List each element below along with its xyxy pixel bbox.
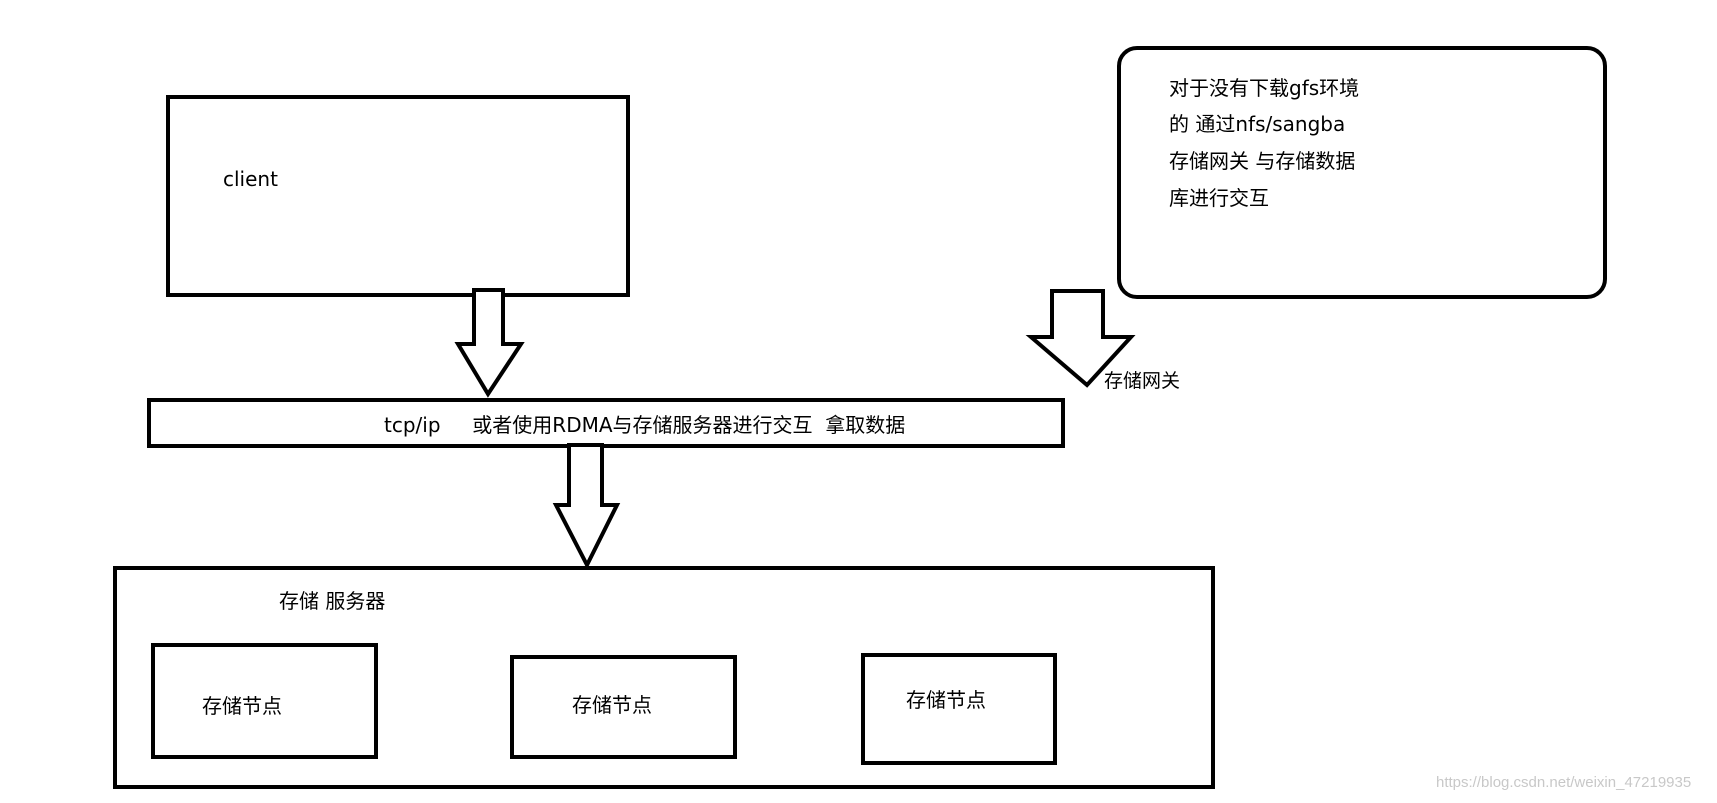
storage-node-box <box>151 643 378 759</box>
storage-node-box <box>510 655 737 759</box>
storage-node-label: 存储节点 <box>572 693 652 717</box>
client-label: client <box>223 167 278 191</box>
network-bus <box>147 398 1065 448</box>
down-arrow-icon <box>1025 289 1136 388</box>
storage-server-title: 存储 服务器 <box>279 589 386 613</box>
note-line-4: 库进行交互 <box>1169 186 1269 210</box>
note-line-1: 对于没有下载gfs环境 <box>1169 76 1360 100</box>
client-box <box>166 95 630 297</box>
down-arrow-icon <box>552 443 621 570</box>
storage-node-label: 存储节点 <box>202 694 282 718</box>
watermark-text: https://blog.csdn.net/weixin_47219935 <box>1436 774 1692 791</box>
down-arrow-icon <box>454 288 525 398</box>
note-line-2: 的 通过nfs/sangba <box>1169 112 1346 136</box>
gateway-label: 存储网关 <box>1104 370 1181 392</box>
note-box <box>1117 46 1607 299</box>
storage-node-box <box>861 653 1057 765</box>
storage-node-label: 存储节点 <box>906 688 986 712</box>
note-line-3: 存储网关 与存储数据 <box>1169 149 1356 173</box>
bus-label: tcp/ip 或者使用RDMA与存储服务器进行交互 拿取数据 <box>384 413 906 437</box>
